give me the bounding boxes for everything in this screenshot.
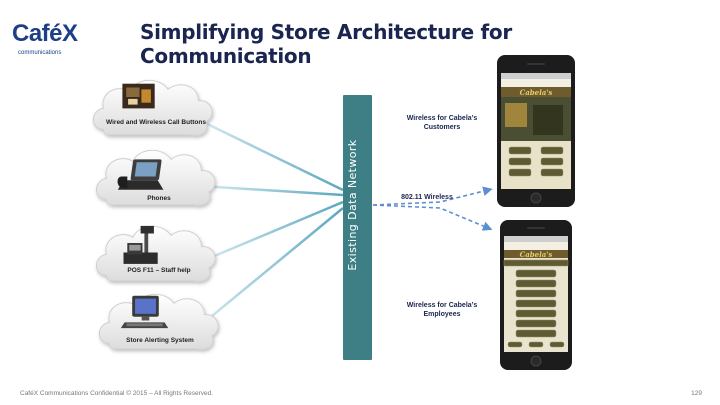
customers-label: Wireless for Cabela’s Customers: [406, 115, 478, 131]
existing-data-network-bar: [343, 95, 372, 360]
employees-label: Wireless for Cabela’s Employees: [406, 302, 478, 318]
cloud-alerting: [98, 293, 219, 350]
cloud-label-phones: Phones: [147, 195, 171, 202]
smartphone-icon: Cabela's: [497, 55, 575, 207]
link-phones: [199, 184, 344, 197]
link-call-buttons: [194, 116, 344, 192]
cloud-label-pos: POS F11 – Staff help: [127, 267, 191, 274]
arrow-to-employees: [372, 204, 493, 231]
page-number: 129: [691, 390, 702, 397]
computer-icon: [120, 295, 169, 329]
link-pos: [199, 200, 344, 264]
footer-confidential: CaféX Communications Confidential © 2015…: [20, 390, 214, 397]
cloud-label-alerting: Store Alerting System: [126, 337, 194, 344]
customer-phone: Cabela's: [497, 55, 575, 207]
network-label: Existing Data Network: [346, 139, 359, 271]
smartphone-icon: Cabela's: [500, 220, 572, 370]
employee-phone: Cabela's: [500, 220, 572, 370]
cloud-pos: [95, 225, 216, 282]
call-button-photo-icon: [122, 83, 155, 109]
desk-phone-icon: [117, 159, 164, 190]
arrow-to-customers: [372, 186, 493, 206]
cafex-logo: CaféX communications: [12, 20, 122, 60]
logo-wordmark: CaféX: [12, 20, 78, 47]
customer-phone-brand: Cabela's: [520, 88, 553, 97]
pos-terminal-icon: [123, 225, 158, 264]
employee-phone-brand: Cabela's: [520, 250, 553, 259]
cloud-links: [194, 116, 344, 331]
page-title: Simplifying Store Architecture for Commu…: [140, 20, 512, 68]
cloud-label-call-buttons: Wired and Wireless Call Buttons: [106, 119, 206, 126]
wireless-label: 802.11 Wireless: [401, 194, 453, 201]
logo-subtitle: communications: [18, 50, 62, 56]
link-alerting: [194, 207, 344, 331]
cloud-call-buttons: [92, 79, 213, 136]
wireless-arrows: [372, 186, 493, 231]
cloud-phones: [95, 149, 216, 206]
